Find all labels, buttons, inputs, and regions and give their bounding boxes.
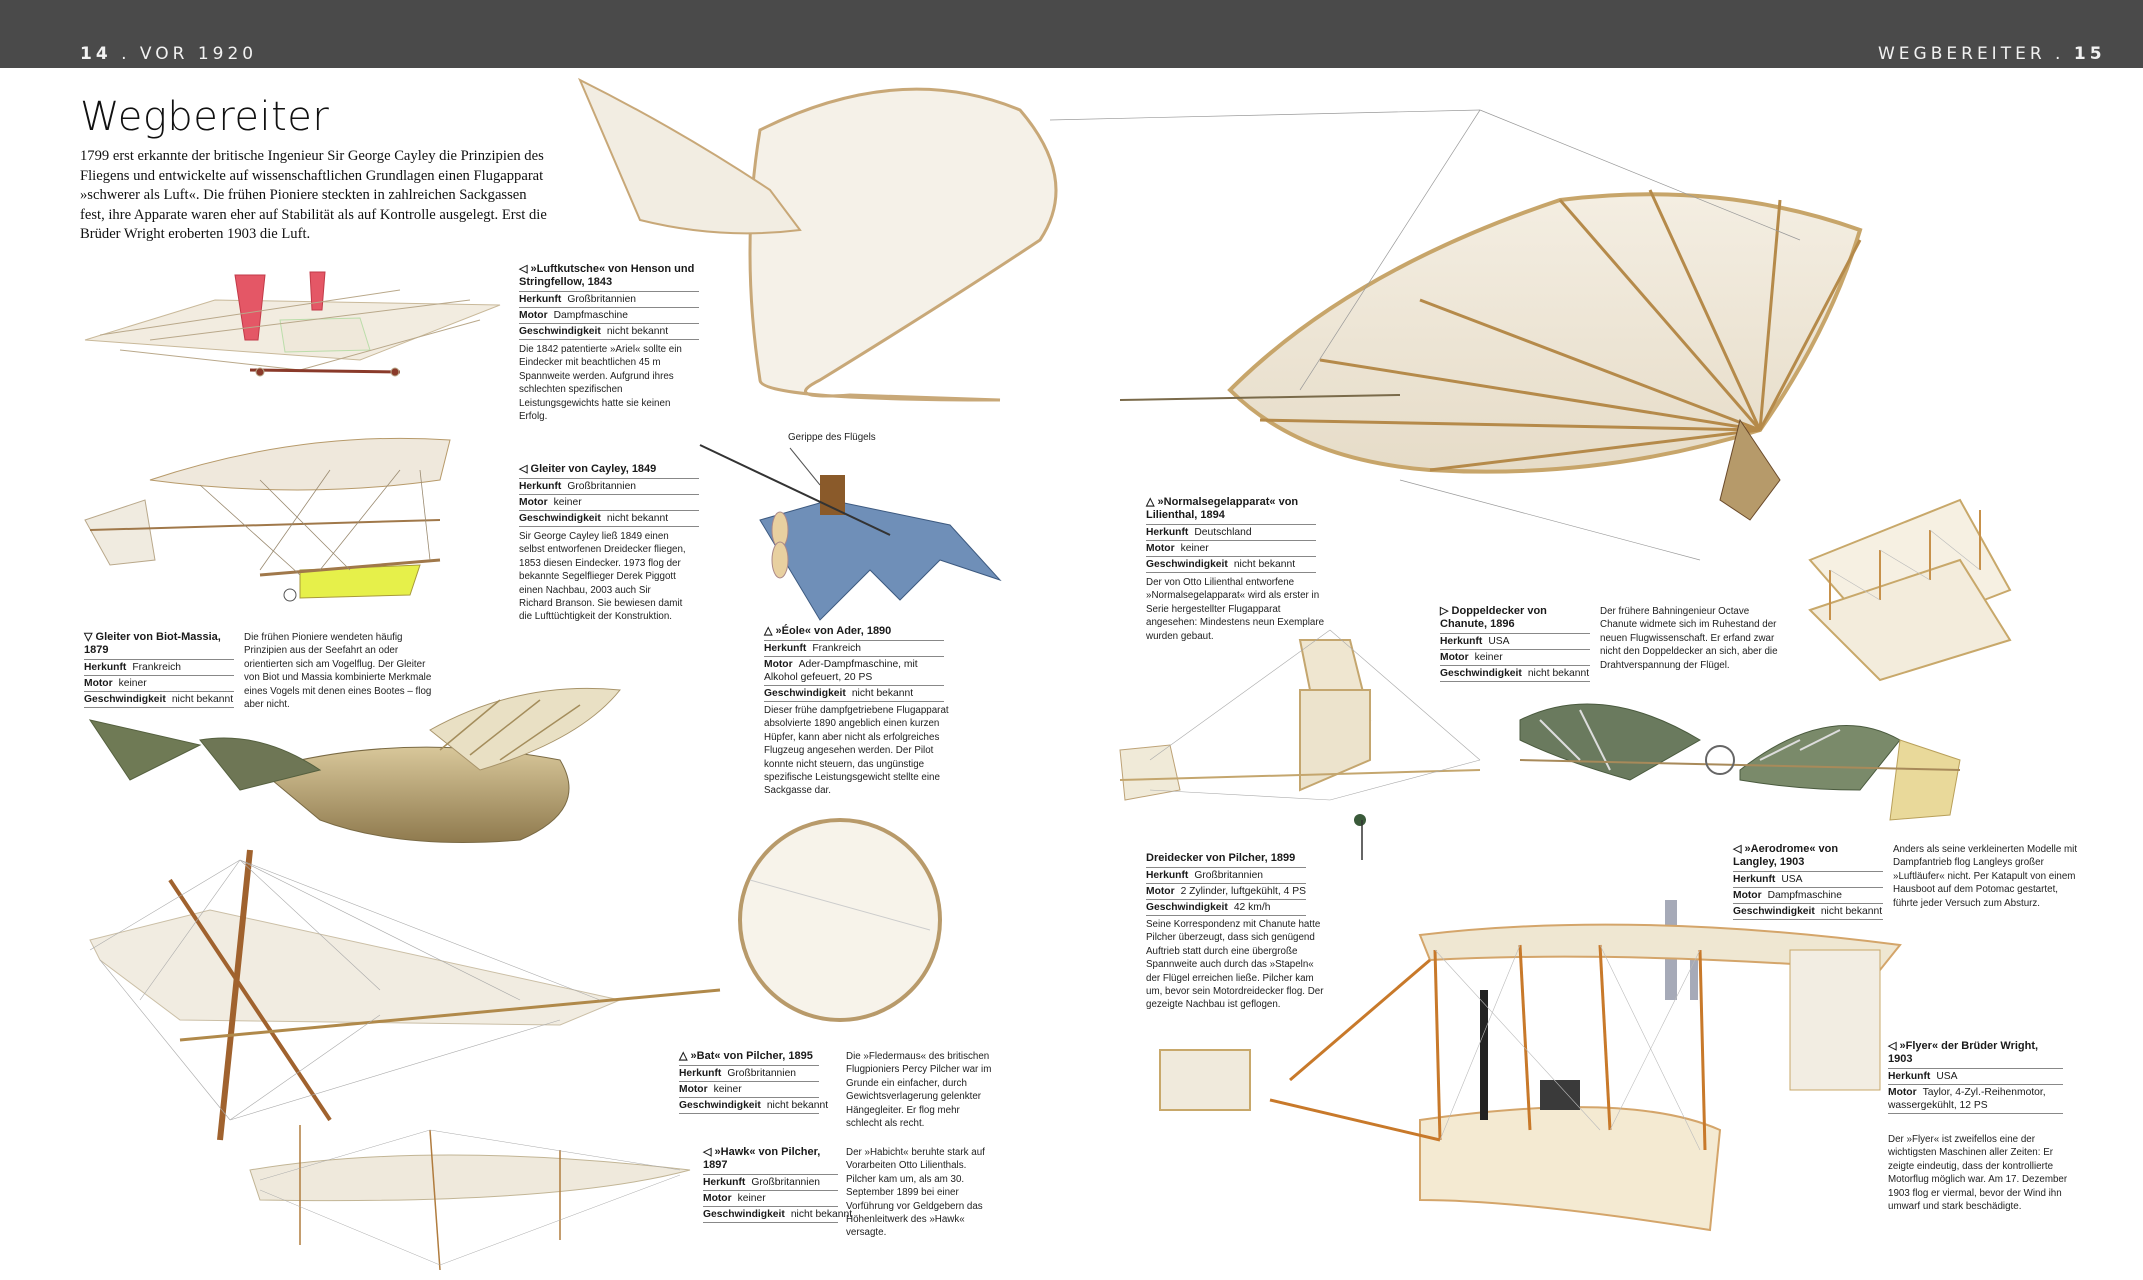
spec-lilienthal: △ »Normalsegelapparat« von Lilienthal, 1… [1146,496,1316,573]
spec-langley: ◁ »Aerodrome« von Langley, 1903 Herkunft… [1733,843,1883,920]
page-title: Wegbereiter [80,94,330,140]
chanute-biplane-image [1808,498,2012,682]
left-running-head: 14 . VOR 1920 [80,44,258,64]
right-page-number: 15 [2073,44,2106,64]
lilienthal-glider-image [578,77,1863,561]
spec-henson: ◁ »Luftkutsche« von Henson und Stringfel… [519,263,699,340]
header-bar [0,0,2143,68]
left-section-title: VOR 1920 [139,44,258,64]
ader-eole-image [699,444,1002,621]
right-running-head: WEGBEREITER . 15 [1878,44,2106,64]
spec-wright: ◁ »Flyer« der Brüder Wright, 1903 Herkun… [1888,1040,2063,1114]
desc-cayley: Sir George Cayley ließ 1849 einen selbst… [519,531,686,623]
pilcher-triplane-image [1119,629,1481,860]
wright-flyer-image [1159,900,1902,1232]
desc-henson: Die 1842 patentierte »Ariel« sollte ein … [519,344,682,423]
desc-lilienthal: Der von Otto Lilienthal entworfene »Norm… [1146,577,1325,642]
henson-aircraft-image [84,271,501,377]
desc-langley: Anders als seine verkleinerten Modelle m… [1893,844,2078,909]
desc-hawk: Der »Habicht« beruhte stark auf Vorarbei… [846,1147,985,1239]
biot-massia-glider-image [88,687,621,843]
pilcher-hawk-image [249,1125,691,1271]
spec-name: ◁ »Luftkutsche« von Henson und Stringfel… [519,263,695,288]
langley-aerodrome-image [1519,703,1961,821]
cayley-glider-image [84,437,451,602]
desc-wright: Der »Flyer« ist zweifellos eine der wich… [1888,1134,2068,1213]
desc-chanute: Der frühere Bahningenieur Octave Chanute… [1600,606,1778,671]
desc-ader: Dieser frühe dampfgetriebene Flugapparat… [764,705,949,797]
desc-pilcher-triplane: Seine Korrespondenz mit Chanute hatte Pi… [1146,919,1324,1011]
right-section-title: WEGBEREITER [1878,44,2046,64]
intro-paragraph: 1799 erst erkannte der britische Ingenie… [80,148,547,242]
spec-chanute: ▷ Doppeldecker von Chanute, 1896 Herkunf… [1440,605,1590,682]
desc-biot: Die frühen Pioniere wendeten häufig Prin… [244,632,432,711]
spec-biot: ▽ Gleiter von Biot-Massia, 1879 Herkunft… [84,631,234,708]
desc-bat: Die »Fledermaus« des britischen Flugpion… [846,1051,992,1130]
left-page-number: 14 [80,44,112,64]
wing-frame-callout: Gerippe des Flügels [788,432,876,443]
pilcher-bat-image [89,818,942,1141]
